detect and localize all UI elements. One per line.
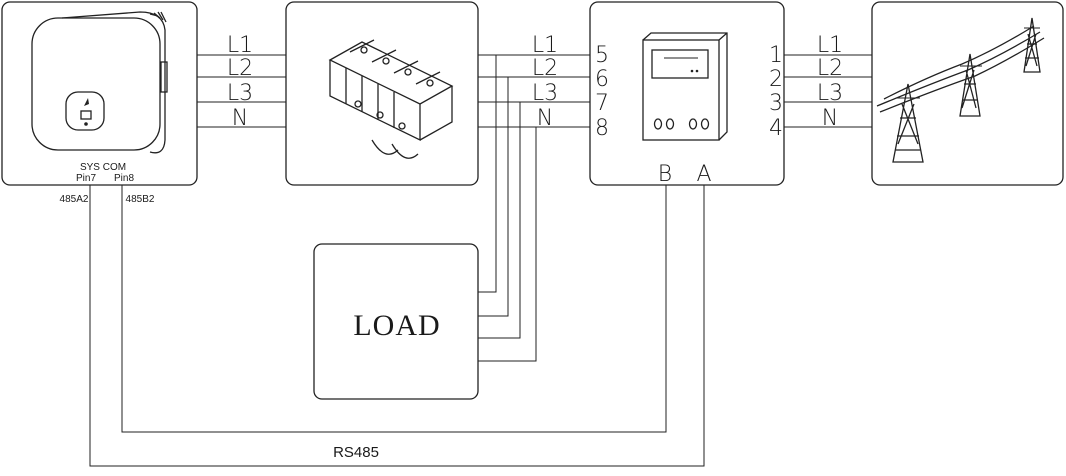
meter-terminal-8: 8 — [595, 116, 609, 141]
phase-label-l2-b: L2 — [532, 56, 558, 81]
load-feed-l3 — [478, 102, 521, 339]
meter-frame — [589, 1, 785, 186]
meter-terminal-1: 1 — [769, 43, 783, 68]
meter-terminal-6: 6 — [595, 67, 609, 92]
grid-block — [871, 1, 1064, 186]
inverter-to-breaker-wires — [197, 54, 286, 128]
phase-label-n-b: N — [537, 106, 553, 131]
phase-label-l1-c: L1 — [817, 33, 843, 58]
grid-frame — [871, 1, 1064, 186]
phase-label-n-c: N — [822, 106, 838, 131]
meter-terminal-5: 5 — [595, 43, 609, 68]
wire-485a2-label: 485A2 — [60, 194, 89, 205]
phase-label-l2: L2 — [227, 56, 253, 81]
inverter-frame — [1, 1, 198, 186]
breaker-to-meter-wires — [478, 54, 590, 128]
load-block: LOAD — [313, 243, 479, 400]
rs485-b-wire — [121, 185, 667, 433]
meter-to-grid-wires — [784, 54, 872, 128]
load-feed-l2 — [478, 77, 509, 317]
meter-terminal-4: 4 — [769, 116, 783, 141]
sys-com-label: SYS COM — [80, 162, 126, 173]
phase-label-l1: L1 — [227, 33, 253, 58]
phase-label-l3-b: L3 — [532, 81, 558, 106]
meter-terminal-7: 7 — [595, 91, 609, 116]
inverter-block: SYS COM Pin7 Pin8 — [1, 1, 198, 186]
meter-block: 5 6 7 8 1 2 3 4 B A — [589, 1, 785, 187]
load-label: LOAD — [353, 309, 440, 342]
pin8-label: Pin8 — [114, 173, 134, 184]
meter-terminal-2: 2 — [769, 67, 783, 92]
breaker-block — [285, 1, 479, 186]
meter-a-label: A — [696, 162, 711, 187]
rs485-a-wire — [89, 185, 705, 467]
phase-label-n: N — [232, 106, 248, 131]
breaker-icon — [328, 39, 454, 159]
power-tower-icon — [876, 17, 1045, 163]
rs485-label: RS485 — [333, 444, 379, 461]
phase-label-l2-c: L2 — [817, 56, 843, 81]
load-feed-wires — [478, 55, 537, 362]
meter-terminal-3: 3 — [769, 91, 783, 116]
phase-label-l3: L3 — [227, 81, 253, 106]
phase-label-l3-c: L3 — [817, 81, 843, 106]
pin7-label: Pin7 — [76, 173, 96, 184]
load-feed-l1 — [478, 55, 497, 293]
meter-icon — [642, 32, 728, 141]
load-frame — [313, 243, 479, 400]
meter-b-label: B — [658, 162, 672, 187]
load-feed-n — [478, 127, 537, 362]
inverter-icon — [31, 11, 168, 154]
rs485-wires — [89, 185, 705, 467]
wire-485b2-label: 485B2 — [126, 194, 155, 205]
breaker-frame — [285, 1, 479, 186]
phase-label-l1-b: L1 — [532, 33, 558, 58]
